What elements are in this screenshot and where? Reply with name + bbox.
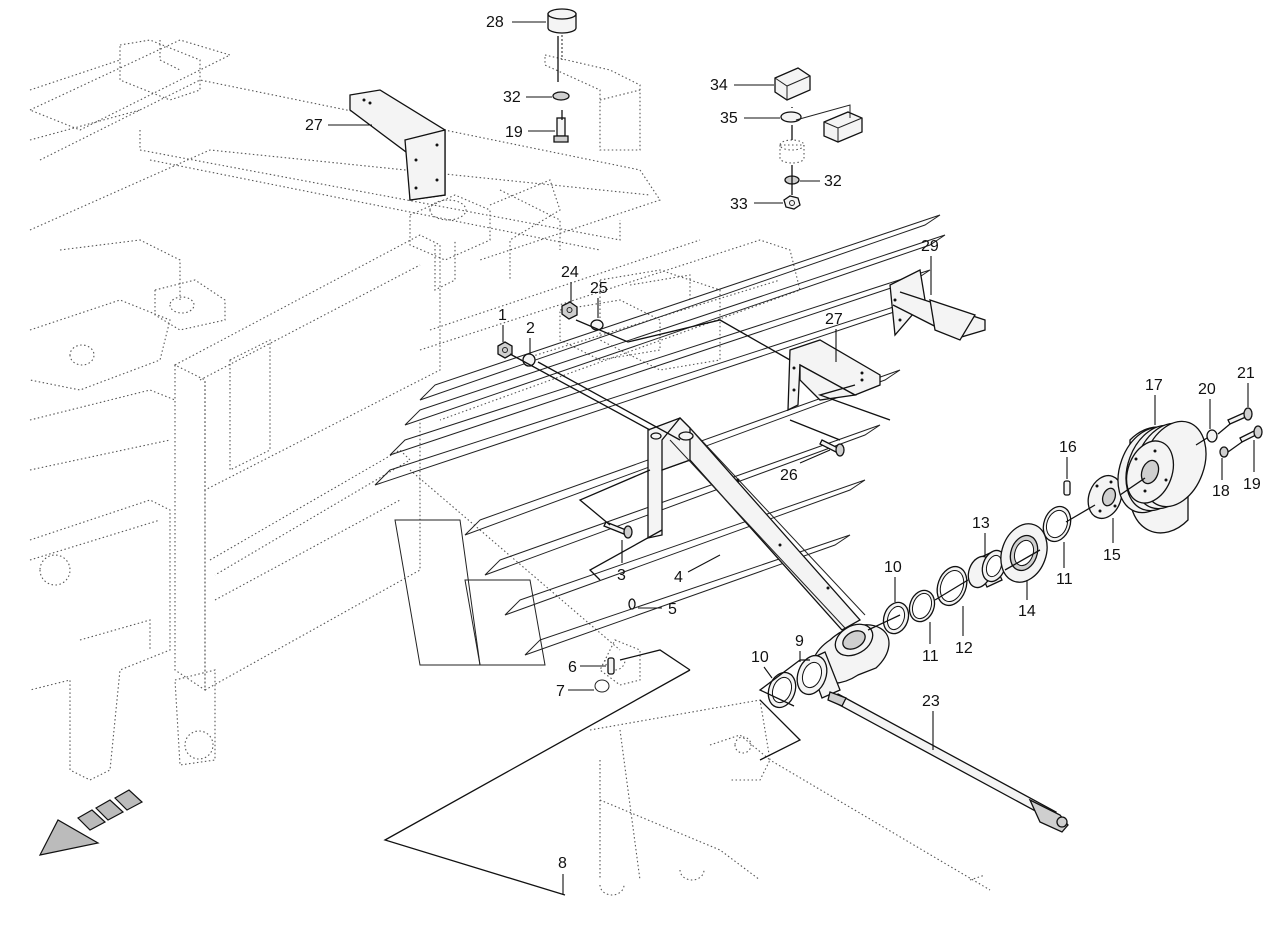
part-15-hub xyxy=(1087,474,1123,520)
part-28-rubber-buffer xyxy=(547,8,577,60)
callout-32-b: 32 xyxy=(824,173,842,190)
part-6-pin xyxy=(607,657,615,675)
callout-3: 3 xyxy=(617,567,626,584)
callout-12: 12 xyxy=(955,640,973,657)
part-27-bracket-right xyxy=(787,339,881,412)
part-1-nut xyxy=(497,341,513,359)
part-5-grease-nipple xyxy=(628,598,636,610)
callout-11: 11 xyxy=(1056,571,1073,588)
callout-6: 6 xyxy=(568,659,577,676)
part-34-cap xyxy=(774,67,811,101)
part-32-washer xyxy=(552,91,570,101)
callout-16: 16 xyxy=(1059,439,1077,456)
part-20-washer xyxy=(1206,429,1218,443)
callout-20: 20 xyxy=(1198,381,1216,398)
rubber-cylinder xyxy=(779,139,805,164)
part-35-washer xyxy=(780,111,802,123)
part-10-seal-ring-b xyxy=(767,671,797,709)
part-27-bracket-left xyxy=(349,89,446,201)
part-10-seal-ring xyxy=(882,601,910,635)
callout-25: 25 xyxy=(590,280,608,297)
callout-33: 33 xyxy=(730,196,748,213)
part-33-nut xyxy=(783,195,801,210)
callout-10-b: 10 xyxy=(751,649,769,666)
callout-8: 8 xyxy=(558,855,567,872)
assembly-lines xyxy=(383,36,1243,896)
callout-27-b: 27 xyxy=(825,311,843,328)
callout-15: 15 xyxy=(1103,547,1121,564)
callout-10: 10 xyxy=(884,559,902,576)
callout-23: 23 xyxy=(922,693,940,710)
part-24-nut xyxy=(561,301,578,320)
part-19-bolt xyxy=(553,117,569,143)
callout-18: 18 xyxy=(1212,483,1230,500)
part-19-bolt-b xyxy=(1239,425,1263,443)
callout-19: 19 xyxy=(505,124,523,141)
callout-28: 28 xyxy=(486,14,504,31)
part-16-key xyxy=(1063,480,1071,496)
part-7-ring xyxy=(594,679,610,693)
callout-19-b: 19 xyxy=(1243,476,1261,493)
callout-7: 7 xyxy=(556,683,565,700)
callout-35: 35 xyxy=(720,110,738,127)
part-11-circlip xyxy=(908,589,936,623)
callout-24: 24 xyxy=(561,264,579,281)
callout-32: 32 xyxy=(503,89,521,106)
callout-17: 17 xyxy=(1145,377,1163,394)
callout-34: 34 xyxy=(710,77,728,94)
callout-5: 5 xyxy=(668,601,677,618)
callout-27: 27 xyxy=(305,117,323,134)
callout-29: 29 xyxy=(921,238,939,255)
callout-26: 26 xyxy=(780,467,798,484)
callout-13: 13 xyxy=(972,515,990,532)
part-17-pulley xyxy=(1117,420,1207,534)
rubber-block xyxy=(795,104,863,143)
callout-9: 9 xyxy=(795,633,804,650)
direction-arrow-icon xyxy=(38,789,144,856)
part-18-washer xyxy=(1219,446,1229,458)
part-12-ring xyxy=(936,565,968,607)
callout-1: 1 xyxy=(498,307,507,324)
part-4-swing-arm xyxy=(647,417,890,685)
part-9-bushing xyxy=(796,651,841,699)
machine-frame xyxy=(28,39,991,896)
callout-labels: 28 32 19 27 34 35 32 33 29 24 25 27 xyxy=(305,14,1261,895)
callout-2: 2 xyxy=(526,320,535,337)
part-11-circlip-b xyxy=(1042,505,1072,543)
part-21-bolt xyxy=(1227,407,1253,425)
part-14-bearing-housing xyxy=(1000,523,1048,583)
callout-4: 4 xyxy=(674,569,683,586)
part-26-bolt xyxy=(819,439,845,457)
part-29-bracket xyxy=(889,269,986,341)
callout-11-b: 11 xyxy=(922,648,939,665)
callout-21: 21 xyxy=(1237,365,1255,382)
callout-14: 14 xyxy=(1018,603,1036,620)
part-23-shaft xyxy=(827,691,1069,833)
